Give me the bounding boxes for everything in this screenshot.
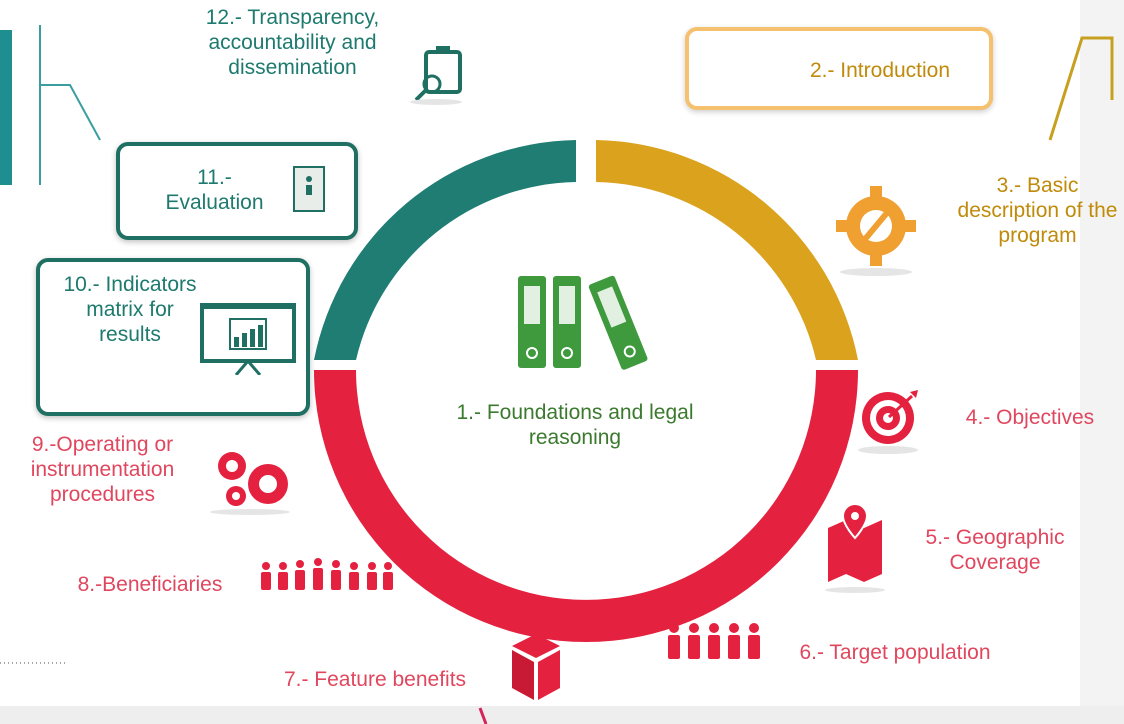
decor-red-tick	[478, 707, 488, 724]
door-icon	[290, 165, 328, 213]
label-operating-procedures: 9.-Operating or instrumentation procedur…	[30, 433, 175, 506]
label-transparency: 12.- Transparency, accountability and di…	[205, 6, 380, 79]
box-introduction	[685, 27, 993, 110]
label-target-population: 6.- Target population	[799, 641, 991, 664]
label-indicators: 10.- Indicators matrix for results	[63, 273, 197, 346]
label-objectives: 4.- Objectives	[965, 406, 1095, 429]
ring-segment-gold	[596, 140, 858, 360]
people-icon	[668, 623, 760, 659]
binders-icon	[518, 275, 648, 370]
gear-wrench-icon	[836, 186, 916, 276]
ring-segment-teal	[314, 140, 576, 360]
map-pin-icon	[825, 502, 885, 593]
label-foundations: 1.- Foundations and legal reasoning	[456, 401, 694, 449]
decor-bar-left	[0, 30, 12, 185]
decor-line-left-bend	[40, 84, 101, 141]
ring-segment-red	[314, 370, 858, 642]
label-feature-benefits: 7.- Feature benefits	[283, 668, 467, 691]
gears-icon	[210, 452, 290, 515]
label-introduction: 2.- Introduction	[809, 59, 951, 82]
label-geographic-coverage: 5.- Geographic Coverage	[925, 526, 1065, 574]
decor-line-right	[1048, 36, 1114, 141]
target-icon	[858, 390, 918, 454]
clipboard-search-icon	[410, 46, 462, 105]
label-basic-description: 3.- Basic description of the program	[957, 174, 1118, 247]
box-icon	[512, 634, 560, 700]
label-beneficiaries: 8.-Beneficiaries	[77, 573, 223, 596]
label-evaluation: 11.- Evaluation	[165, 166, 264, 214]
presentation-chart-icon	[200, 297, 296, 376]
crowd-icon	[261, 558, 393, 590]
